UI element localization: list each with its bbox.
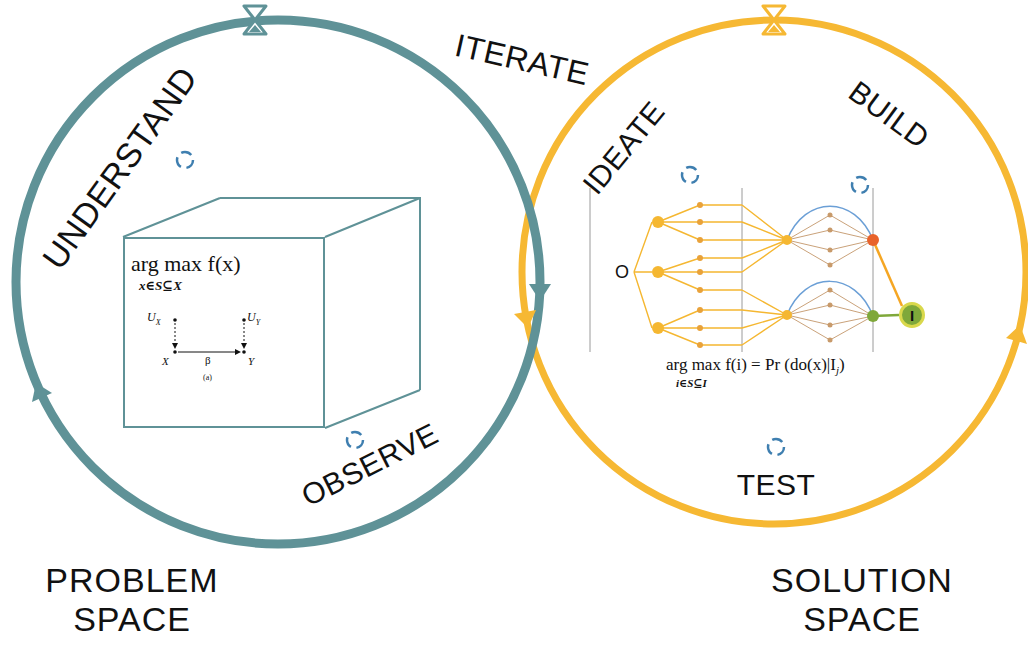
- formula-subscript: j: [836, 364, 839, 376]
- network-node: [697, 307, 703, 313]
- hourglass-icon: [249, 25, 261, 32]
- stage-label: IDEATE: [576, 95, 672, 201]
- formula-line: UX: [147, 307, 161, 327]
- network-node: [697, 255, 703, 261]
- input-label: O: [615, 262, 629, 283]
- formula: arg max f(i) = Pr (do(x)|I: [666, 355, 836, 374]
- network-link: [787, 215, 873, 340]
- network-node: [697, 325, 703, 331]
- network-link: [873, 240, 902, 306]
- network-node: [828, 288, 833, 293]
- node-label: I: [910, 308, 914, 323]
- variable-label: Y: [248, 355, 254, 368]
- hourglass-icon: [244, 6, 266, 34]
- cube-edges: [123, 198, 420, 428]
- cycle-arrowhead: [1006, 325, 1027, 344]
- solution-cycle: [522, 20, 1026, 524]
- variable-label: X: [162, 355, 169, 368]
- causal-mark: [242, 318, 246, 322]
- formula-line: arg max f(i) = Pr (do(x)|Ij): [666, 355, 845, 377]
- network-node: [697, 202, 703, 348]
- hourglass-icon: [763, 6, 785, 34]
- network-node: [828, 213, 833, 343]
- network-node: [697, 287, 703, 293]
- formula-line: UY: [247, 307, 260, 327]
- layer-line: [590, 188, 873, 352]
- causal-mark: [172, 343, 178, 349]
- variable-subscript: X: [156, 318, 161, 327]
- stage-label: TEST: [737, 468, 816, 502]
- causal-mark: [178, 352, 236, 353]
- network-node: [828, 248, 833, 253]
- formula: ): [839, 355, 845, 374]
- cycle-icon: [852, 177, 868, 193]
- network-node: [697, 202, 703, 208]
- network-node: [652, 322, 664, 334]
- network-node: [697, 219, 703, 225]
- stage-label: BUILD: [843, 74, 936, 155]
- network-node: [828, 338, 833, 343]
- network-node: [697, 269, 703, 275]
- causal-mark: [175, 323, 244, 344]
- output-node: I: [899, 302, 925, 328]
- space-title: PROBLEM SPACE: [17, 561, 247, 639]
- causal-mark: [173, 318, 177, 322]
- cycle-arrowhead: [514, 310, 536, 328]
- network-node: [782, 310, 792, 320]
- formula-subscript: i∈S⊆I: [676, 377, 707, 390]
- causal-mark: [235, 349, 241, 355]
- cycle-arrowhead: [529, 284, 551, 301]
- variable-label: U: [247, 310, 256, 324]
- network-node: [782, 235, 792, 245]
- model-box: arg max f(x)x∈S⊆XUXUYXβY(a): [123, 237, 325, 428]
- network-arc: [787, 206, 873, 316]
- network-node: [828, 263, 833, 268]
- network-node: [697, 342, 703, 348]
- causal-mark: [241, 343, 247, 349]
- cycle-icon: [682, 167, 698, 183]
- network-node: [828, 213, 833, 218]
- network-node: [867, 310, 879, 322]
- network-node: [652, 216, 664, 228]
- network-node: [697, 237, 703, 243]
- formula: arg max f(x): [131, 251, 241, 276]
- network-link: [634, 205, 787, 345]
- network-node: [652, 266, 664, 278]
- cycle-arrowhead: [32, 383, 52, 402]
- network-node: [828, 228, 833, 233]
- cycle-icon: [768, 439, 784, 455]
- hourglass-icon: [768, 25, 780, 32]
- variable-subscript: Y: [256, 318, 260, 327]
- causal-mark: [173, 350, 177, 354]
- formula-subscript: x∈S⊆X: [139, 279, 182, 294]
- space-title: SOLUTION SPACE: [747, 561, 977, 639]
- figure-tag: (a): [203, 373, 212, 382]
- cycle-icon: [347, 432, 363, 448]
- variable-label: U: [147, 310, 156, 324]
- cycle-label: ITERATE: [451, 27, 592, 93]
- network-node: [867, 234, 879, 246]
- network-node: [828, 303, 833, 308]
- cycle-icon: [177, 152, 193, 168]
- network-node: [652, 216, 792, 334]
- causal-mark: [242, 350, 246, 354]
- network-node: [828, 323, 833, 328]
- edge-label: β: [205, 354, 211, 367]
- problem-cycle: [16, 20, 540, 544]
